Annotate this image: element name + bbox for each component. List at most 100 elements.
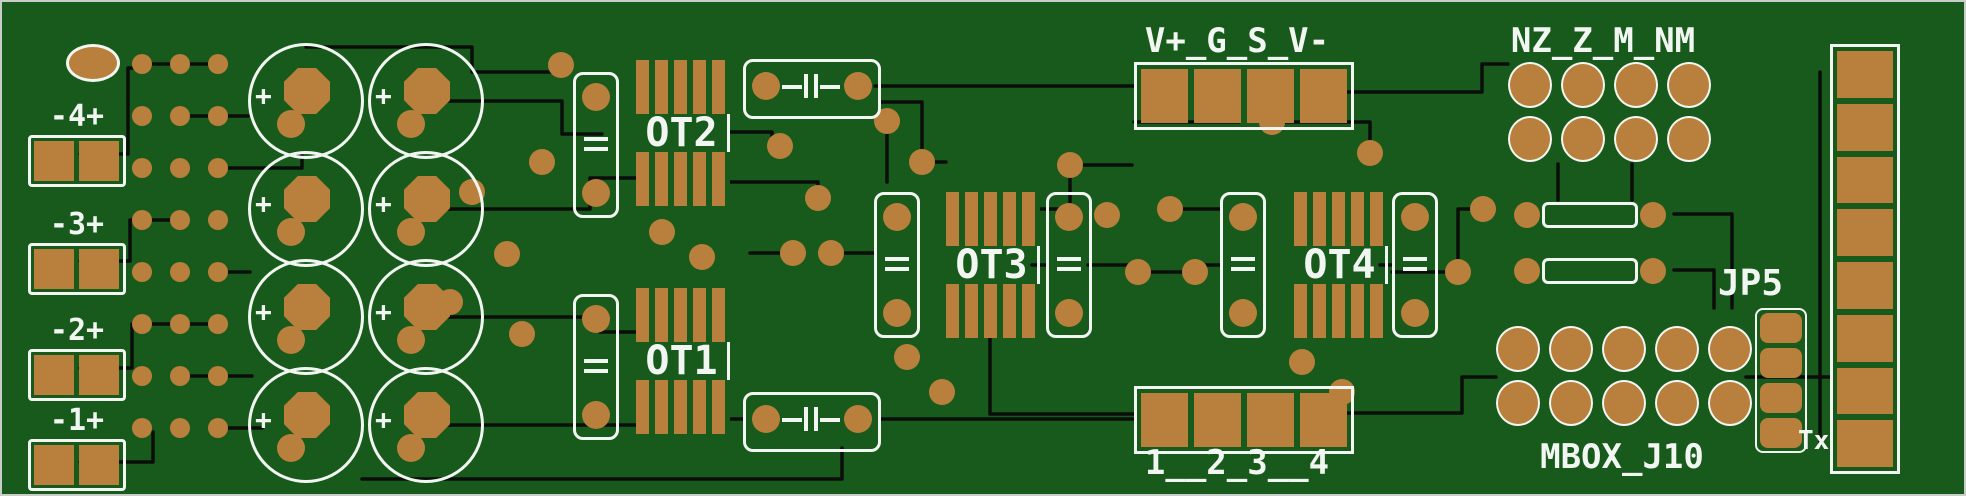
smd-pad-row	[636, 152, 730, 206]
pad	[1514, 202, 1540, 228]
pad	[397, 326, 425, 354]
pad	[1837, 209, 1893, 256]
pad	[404, 68, 450, 114]
power-connector	[1134, 62, 1354, 130]
connector-label: -3+	[49, 207, 105, 242]
cap-symbol-line	[804, 74, 808, 98]
connector-pads	[28, 439, 126, 491]
pad	[582, 179, 610, 207]
left-connector-3: -3+	[28, 210, 126, 295]
resistor	[1514, 255, 1666, 287]
pad	[1760, 418, 1802, 448]
capacitor-footprint	[573, 72, 619, 218]
pad	[1837, 262, 1893, 309]
connector-label: -1+	[49, 403, 105, 438]
pad	[404, 176, 450, 222]
jumper-jp5	[1755, 308, 1807, 453]
pad	[1229, 299, 1257, 327]
pad	[1055, 299, 1083, 327]
polarity-plus: +	[375, 403, 392, 436]
pad	[1496, 380, 1540, 426]
cap-symbol-line	[1231, 257, 1255, 261]
electrolytic-capacitor: +	[248, 43, 364, 159]
polarity-plus: +	[255, 295, 272, 328]
polarity-plus: +	[255, 187, 272, 220]
reference-label: OT2	[636, 113, 730, 153]
cap-symbol-line	[1403, 257, 1427, 261]
capacitor-footprint	[1220, 192, 1266, 338]
pad	[1640, 258, 1666, 284]
resistor	[1514, 199, 1666, 231]
pad	[1760, 313, 1802, 343]
connector-pads	[28, 349, 126, 401]
transformer-ot3: OT3	[946, 192, 1040, 338]
pad	[1055, 203, 1083, 231]
cap-symbol-line	[1057, 267, 1081, 271]
pad	[582, 83, 610, 111]
left-connector-1: -1+	[28, 406, 126, 491]
pad	[397, 218, 425, 246]
pad	[1561, 116, 1605, 162]
pad	[397, 110, 425, 138]
pad	[277, 218, 305, 246]
connector-pads	[28, 243, 126, 295]
left-connector-4: -4+	[28, 102, 126, 187]
pad	[404, 392, 450, 438]
smd-pad-row	[1294, 284, 1388, 338]
polarity-plus: +	[255, 79, 272, 112]
connector-label: 1__2_3__4	[1144, 443, 1330, 483]
cap-symbol-line	[885, 267, 909, 271]
pad	[1247, 69, 1294, 123]
pad	[1247, 393, 1294, 447]
cap-symbol-line	[820, 418, 840, 422]
capacitor-footprint	[743, 392, 881, 452]
pad	[883, 299, 911, 327]
pad	[1549, 326, 1593, 372]
electrolytic-capacitor: +	[248, 259, 364, 375]
polarity-plus: +	[375, 187, 392, 220]
pad	[404, 284, 450, 330]
tx-mark: Tx	[1798, 426, 1830, 456]
pad	[1602, 326, 1646, 372]
pad	[752, 72, 780, 100]
pad	[79, 141, 119, 181]
reference-label: OT3	[946, 245, 1040, 285]
cap-symbol-line	[804, 407, 808, 431]
smd-pad-row	[1294, 192, 1388, 246]
pad	[1837, 314, 1893, 362]
pad	[1229, 203, 1257, 231]
pad	[1300, 69, 1347, 123]
reference-label: OT1	[636, 341, 730, 381]
transformer-ot1: OT1	[636, 288, 730, 434]
cap-symbol-line	[885, 257, 909, 261]
pad	[1602, 380, 1646, 426]
cap-symbol-line	[782, 85, 802, 89]
electrolytic-capacitor: +	[368, 367, 484, 483]
electrolytic-capacitor: +	[368, 43, 484, 159]
pad	[1401, 203, 1429, 231]
pad	[79, 445, 119, 485]
connector-label: -2+	[49, 313, 105, 348]
electrolytic-capacitor: +	[248, 151, 364, 267]
jumper-label: JP5	[1718, 263, 1784, 304]
pad	[1837, 420, 1893, 467]
connector-pads	[28, 135, 126, 187]
pad	[1667, 116, 1711, 162]
cap-symbol-line	[584, 147, 608, 151]
pad	[79, 355, 119, 395]
header-mbox	[1496, 326, 1752, 426]
cap-symbol-line	[820, 85, 840, 89]
pad	[79, 249, 119, 289]
capacitor-footprint	[1392, 192, 1438, 338]
pad	[277, 434, 305, 462]
capacitor-footprint	[1046, 192, 1092, 338]
smd-pad-row	[946, 284, 1040, 338]
pad	[582, 305, 610, 333]
mounting-pad	[66, 44, 120, 82]
pad	[883, 203, 911, 231]
cap-symbol-line	[814, 74, 818, 98]
capacitor-footprint	[874, 192, 920, 338]
cap-symbol-line	[782, 418, 802, 422]
pad	[284, 392, 330, 438]
header-label: MBOX_J10	[1540, 437, 1704, 477]
